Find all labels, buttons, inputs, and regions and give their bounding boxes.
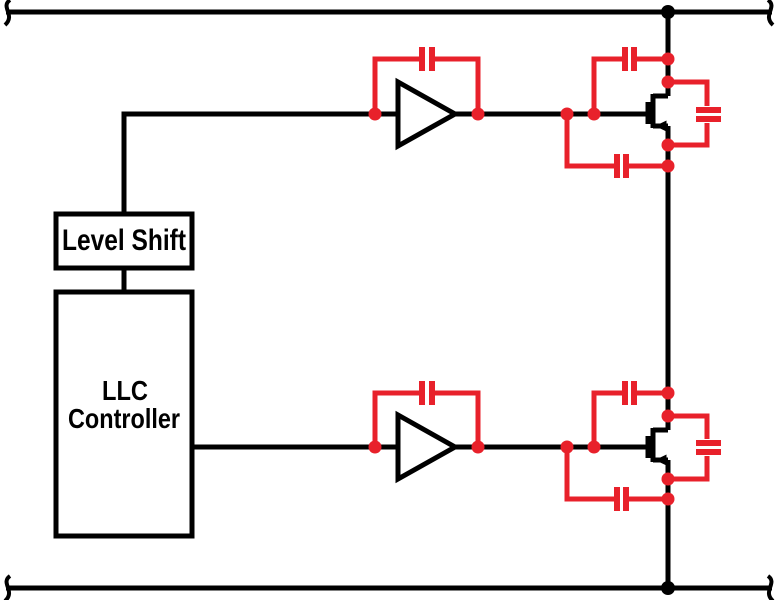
level-shift-label: Level Shift [62, 224, 186, 257]
junction-dot [368, 440, 382, 454]
blocks: Level Shift LLC Controller [53, 211, 195, 539]
level-shift-box [53, 211, 195, 271]
black-wiring [3, 0, 775, 600]
drain-source-capacitor-high [668, 79, 721, 148]
junction-dot [661, 472, 675, 486]
gate-driver-buffer-high-side [395, 77, 461, 151]
llc-controller-label-line2: Controller [68, 403, 180, 434]
cap-wire [591, 56, 623, 114]
level-shift-block: Level Shift [53, 211, 195, 271]
high-side-drive-wire-in [121, 111, 398, 214]
cap-wire [564, 447, 615, 502]
junction-dot [587, 440, 601, 454]
llc-controller-block: LLC Controller [53, 289, 195, 539]
junction-dot [471, 107, 485, 121]
junction-dot [661, 581, 675, 595]
junction-dot [661, 52, 675, 66]
drain-source-capacitor-low [668, 413, 721, 482]
junction-dot [661, 386, 675, 400]
llc-controller-box [53, 289, 195, 539]
break-squiggle-top-left [3, 0, 12, 27]
cap-wire [668, 456, 710, 482]
cap-wire [372, 390, 420, 447]
black-junction-dots [661, 5, 675, 595]
gate-drain-capacitor-high [591, 47, 668, 114]
junction-dot [368, 107, 382, 121]
cap-wire [591, 390, 623, 447]
junction-dot [661, 409, 675, 423]
llc-controller-label-line1: LLC [102, 375, 148, 406]
break-squiggle-bottom-left [3, 574, 12, 600]
red-junction-dots [368, 52, 675, 506]
junction-dot [471, 440, 485, 454]
mosfet-low-side [645, 427, 668, 466]
junction-dot [661, 492, 675, 506]
driver-bypass-capacitor-high [372, 47, 481, 114]
break-squiggle-bottom-right [766, 574, 775, 600]
gate-driver-buffer-low-side [395, 410, 461, 484]
junction-dot [661, 75, 675, 89]
mosfet-high-side [645, 93, 668, 132]
junction-dot [560, 440, 574, 454]
cap-wire [434, 56, 481, 114]
mosfets [645, 93, 668, 466]
mosfet-low-source-arrow-icon [655, 454, 667, 466]
gate-drain-capacitor-low [591, 381, 668, 447]
cap-wire [668, 413, 710, 439]
gate-driver-buffers [395, 77, 461, 484]
cap-wire [668, 79, 710, 106]
junction-dot [661, 5, 675, 19]
cap-wire [434, 390, 481, 447]
junction-dot [587, 107, 601, 121]
gate-source-capacitor-high [564, 114, 668, 178]
cap-wire [668, 123, 710, 148]
break-squiggle-top-right [766, 0, 775, 27]
junction-dot [661, 159, 675, 173]
cap-wire [372, 56, 420, 114]
junction-dot [560, 107, 574, 121]
parasitic-capacitors [372, 47, 721, 511]
gate-source-capacitor-low [564, 447, 668, 511]
junction-dot [661, 138, 675, 152]
mosfet-high-source-arrow-icon [655, 120, 667, 132]
cap-wire [564, 114, 615, 169]
driver-bypass-capacitor-low [372, 381, 481, 447]
